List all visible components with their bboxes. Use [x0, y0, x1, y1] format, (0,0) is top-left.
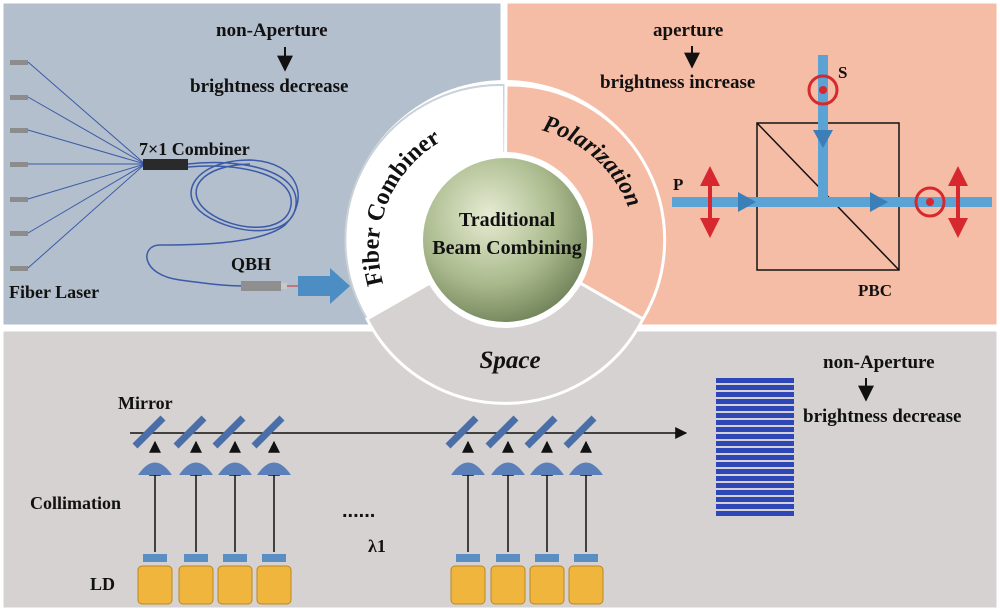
output-polarization-icon [914, 186, 946, 218]
stacked-beam-line [716, 511, 794, 516]
stacked-beam-line [716, 399, 794, 404]
stacked-beam-line [716, 378, 794, 383]
stacked-beam-line [716, 476, 794, 481]
wheel-label-space: Space [479, 347, 540, 374]
fiber-laser-label: Fiber Laser [9, 282, 99, 302]
stacked-beam-line [716, 483, 794, 488]
laser-diode [178, 565, 214, 605]
beam-combining-wheel [344, 80, 667, 405]
mirror-label: Mirror [118, 393, 173, 413]
combiner-label: 7×1 Combiner [139, 139, 250, 159]
fiber-laser-stub [10, 231, 28, 236]
stacked-beam-line [716, 413, 794, 418]
laser-diode-window [143, 554, 167, 562]
collimation-label: Collimation [30, 493, 121, 513]
wheel-center-line2: Beam Combining [432, 237, 581, 259]
laser-diode-array [132, 415, 604, 605]
laser-diode-window [223, 554, 247, 562]
mirror [485, 415, 519, 449]
s-label: S [838, 63, 847, 82]
stacked-beam-line [716, 462, 794, 467]
s-polarization-icon [807, 74, 839, 106]
fiber-laser-stub [10, 266, 28, 271]
fiber-laser-array [10, 60, 146, 271]
stacked-beam-line [716, 490, 794, 495]
wheel-center-line1: Traditional [459, 209, 556, 231]
stacked-beam-line [716, 497, 794, 502]
collimation-lens [218, 462, 252, 475]
fiber-coil [146, 159, 299, 287]
ld-label: LD [90, 574, 115, 594]
wheel-center-ball [423, 158, 587, 322]
collimation-lens [179, 462, 213, 475]
stacked-beam-line [716, 427, 794, 432]
collimation-lens [138, 462, 172, 475]
fiber-laser-stub [10, 60, 28, 65]
stacked-beam-line [716, 441, 794, 446]
mirror [251, 415, 285, 449]
stacked-beam-line [716, 455, 794, 460]
mirror [132, 415, 166, 449]
ellipsis-dots: ...... [342, 500, 375, 522]
mirror [212, 415, 246, 449]
s-beam [813, 55, 833, 203]
fiber-output-arrow [298, 268, 350, 304]
combiner-body [143, 159, 188, 170]
mirror [445, 415, 479, 449]
output-beam-stack [716, 378, 794, 516]
stacked-beam-line [716, 420, 794, 425]
laser-diode-window [496, 554, 520, 562]
p-label: P [673, 175, 683, 194]
fiber-laser-stub [10, 197, 28, 202]
qbh-tip [281, 283, 287, 289]
laser-diode [529, 565, 565, 605]
laser-diode [450, 565, 486, 605]
fiber-laser-stub [10, 128, 28, 133]
p-beam [672, 192, 992, 212]
qbh-connector [241, 281, 281, 291]
pol-top-note: aperture [653, 20, 723, 41]
stacked-beam-line [716, 434, 794, 439]
laser-diode [490, 565, 526, 605]
collimation-lens [451, 462, 485, 475]
laser-diode [568, 565, 604, 605]
pol-bottom-note: brightness increase [600, 72, 755, 93]
laser-diode-window [535, 554, 559, 562]
mirror [173, 415, 207, 449]
space-bottom-note: brightness decrease [803, 406, 962, 427]
laser-diode [217, 565, 253, 605]
fiber-top-note: non-Aperture [216, 20, 328, 41]
collimation-lens [530, 462, 564, 475]
fiber-bottom-note: brightness decrease [190, 76, 349, 97]
qbh-label: QBH [231, 254, 271, 274]
collimation-lens [569, 462, 603, 475]
laser-diode-window [184, 554, 208, 562]
laser-diode [256, 565, 292, 605]
collimation-lens [257, 462, 291, 475]
stacked-beam-line [716, 406, 794, 411]
pbc-label: PBC [858, 281, 892, 300]
fiber-laser-stub [10, 95, 28, 100]
space-top-note: non-Aperture [823, 352, 935, 373]
mirror [563, 415, 597, 449]
laser-diode-window [456, 554, 480, 562]
stacked-beam-line [716, 469, 794, 474]
collimation-lens [491, 462, 525, 475]
stacked-beam-line [716, 392, 794, 397]
stacked-beam-line [716, 448, 794, 453]
fiber-laser-stub [10, 162, 28, 167]
laser-diode-window [574, 554, 598, 562]
stacked-beam-line [716, 385, 794, 390]
lambda-label: λ1 [368, 536, 386, 556]
laser-diode [137, 565, 173, 605]
stacked-beam-line [716, 504, 794, 509]
laser-diode-window [262, 554, 286, 562]
mirror [524, 415, 558, 449]
